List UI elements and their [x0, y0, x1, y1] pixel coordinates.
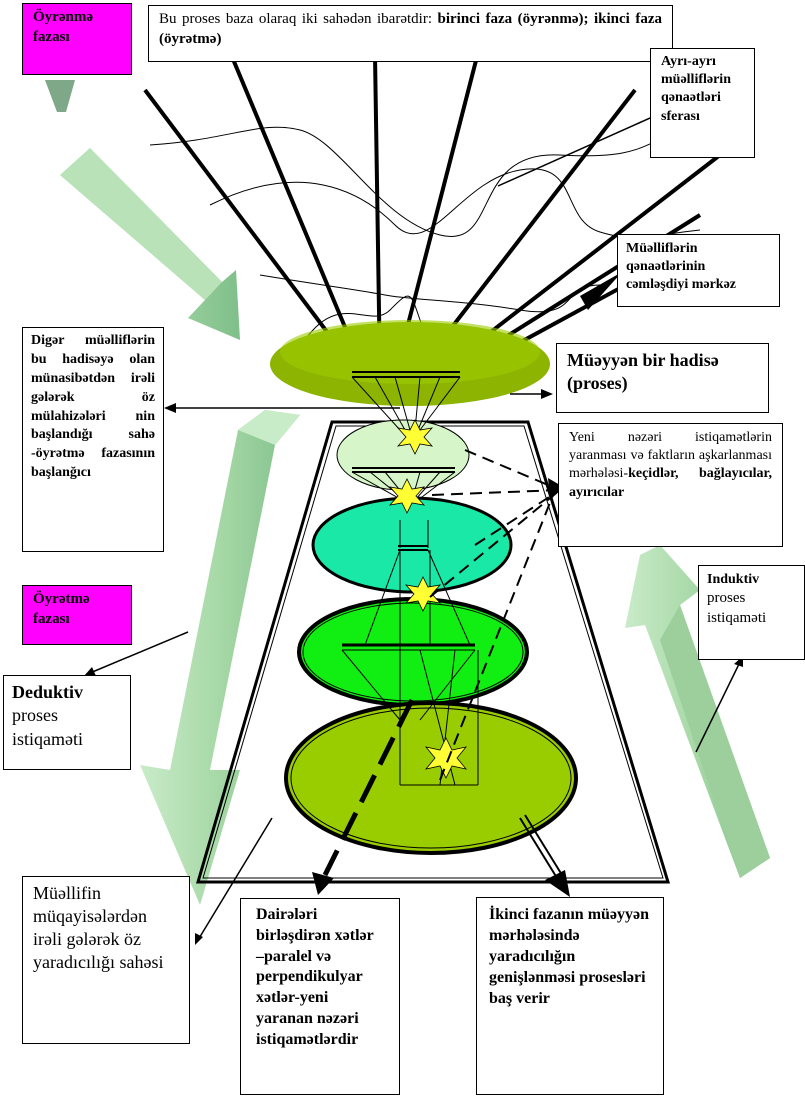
annotation-arrows	[89, 109, 741, 941]
author-creativity-text: Müəllifin müqayisələrdən irəli gələrək ö…	[33, 883, 164, 973]
deductive-title: Deduktiv	[12, 682, 84, 702]
specific-event-text: Müəyyən bir hadisə (proses)	[567, 350, 719, 394]
deductive-arrow	[140, 410, 300, 905]
deductive-box: Deduktiv proses istiqaməti	[3, 675, 131, 770]
inductive-arrow	[625, 545, 770, 878]
circle-lines-text: Dairələri birləşdirən xətlər –paralel və…	[256, 906, 374, 1048]
ellipse-1	[270, 320, 550, 406]
second-phase-arrow	[519, 814, 563, 879]
ellipse-4	[297, 597, 529, 707]
teaching-phase-label: Öyrətmə fazası	[22, 585, 132, 645]
connector-bars	[342, 371, 475, 651]
ellipse-5	[284, 701, 578, 855]
specific-event-box: Müəyyən bir hadisə (proses)	[556, 343, 769, 413]
trapezoid-frame	[196, 420, 671, 884]
top-description-box: Bu proses baza olaraq iki sahədən ibarət…	[148, 5, 673, 62]
new-directions-box: Yeni nəzəri istiqamətlərin yaranması və …	[558, 423, 783, 547]
top-desc-bold: birinci faza (öyrənmə); ikinci faza (öyr…	[159, 11, 662, 47]
learning-phase-label: Öyrənmə fazası	[22, 3, 132, 75]
learning-arrow	[45, 80, 240, 340]
second-phase-box: İkinci fazanın müəyyən mərhələsində yara…	[476, 897, 664, 1095]
authors-sphere-box: Ayrı-ayrı müəlliflərin qənaətləri sferas…	[650, 48, 755, 158]
second-phase-text: İkinci fazanın müəyyən mərhələsində yara…	[489, 906, 650, 1008]
dashed-arrowhead	[548, 478, 565, 498]
teaching-phase-text: Öyrətmə fazası	[33, 591, 90, 627]
new-directions-plain: Yeni nəzəri istiqamətlərin yaranması və …	[569, 430, 772, 482]
learning-phase-text: Öyrənmə fazası	[33, 9, 93, 45]
other-authors-box: Digər müəlliflərin bu hadisəyə olan müna…	[22, 327, 164, 552]
center-of-authors-box: Müəlliflərin qənaətlərinin cəmləşdiyi mə…	[617, 234, 780, 307]
author-creativity-box: Müəllifin müqayisələrdən irəli gələrək ö…	[22, 876, 190, 1044]
inductive-box: Induktiv proses istiqaməti	[698, 565, 805, 660]
burst-stars	[388, 419, 468, 779]
circle-lines-box: Dairələri birləşdirən xətlər –paralel və…	[240, 898, 400, 1095]
thick-dashed-line	[322, 698, 415, 877]
new-directions-bold: keçidlər, bağlayıcılar, ayırıcılar	[569, 466, 772, 500]
inner-lines	[341, 376, 479, 786]
authors-sphere-text: Ayrı-ayrı müəlliflərin qənaətləri sferas…	[661, 54, 731, 124]
inductive-subtitle: proses istiqaməti	[707, 590, 767, 626]
center-arrowhead	[580, 272, 622, 310]
deductive-subtitle: proses istiqaməti	[12, 705, 83, 749]
top-desc-plain: Bu proses baza olaraq iki sahədən ibarət…	[159, 11, 438, 27]
center-of-authors-text: Müəlliflərin qənaətlərinin cəmləşdiyi mə…	[626, 241, 737, 293]
inductive-title: Induktiv	[707, 572, 760, 587]
second-phase-arrowhead	[545, 870, 570, 897]
dashed-lines	[429, 449, 561, 781]
thick-arrowhead-left	[312, 872, 334, 895]
other-authors-text: Digər müəlliflərin bu hadisəyə olan müna…	[31, 333, 155, 481]
